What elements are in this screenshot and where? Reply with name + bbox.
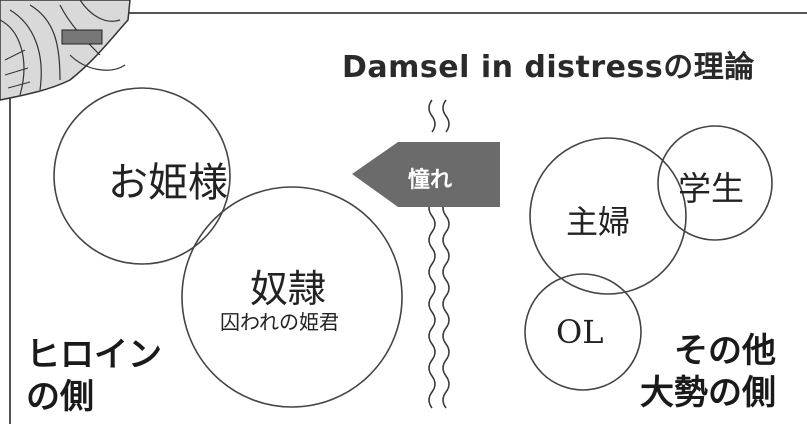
admiration-arrow	[352, 142, 500, 207]
corner-illustration-icon	[0, 0, 131, 101]
circle-ohimesama	[53, 87, 231, 265]
circle-label-ol: OL	[556, 313, 604, 351]
heroine-side-label: ヒロイン の側	[26, 334, 162, 418]
circle-label-dorei: 奴隷	[250, 267, 327, 311]
wavy-divider-left	[428, 99, 436, 409]
wavy-divider-right	[442, 99, 450, 409]
majority-side-line1: その他	[674, 331, 776, 371]
majority-side-label: その他 大勢の側	[640, 330, 776, 414]
arrow-label: 憧れ	[408, 168, 453, 193]
circle-label-gakusei: 学生	[678, 169, 744, 208]
circle-label-shufu: 主婦	[566, 203, 631, 241]
circle-shufu	[529, 137, 687, 295]
majority-side-line2: 大勢の側	[640, 373, 776, 413]
circle-ol	[524, 273, 642, 391]
circle-gakusei	[657, 125, 773, 241]
heroine-side-line2: の側	[26, 377, 94, 417]
heroine-side-line1: ヒロイン	[26, 335, 162, 375]
circle-label-ohimesama: お姫様	[108, 160, 228, 206]
circle-sublabel-dorei: 囚われの姫君	[220, 310, 339, 334]
circle-dorei	[181, 186, 403, 408]
diagram-title: Damsel in distressの理論	[342, 50, 755, 85]
